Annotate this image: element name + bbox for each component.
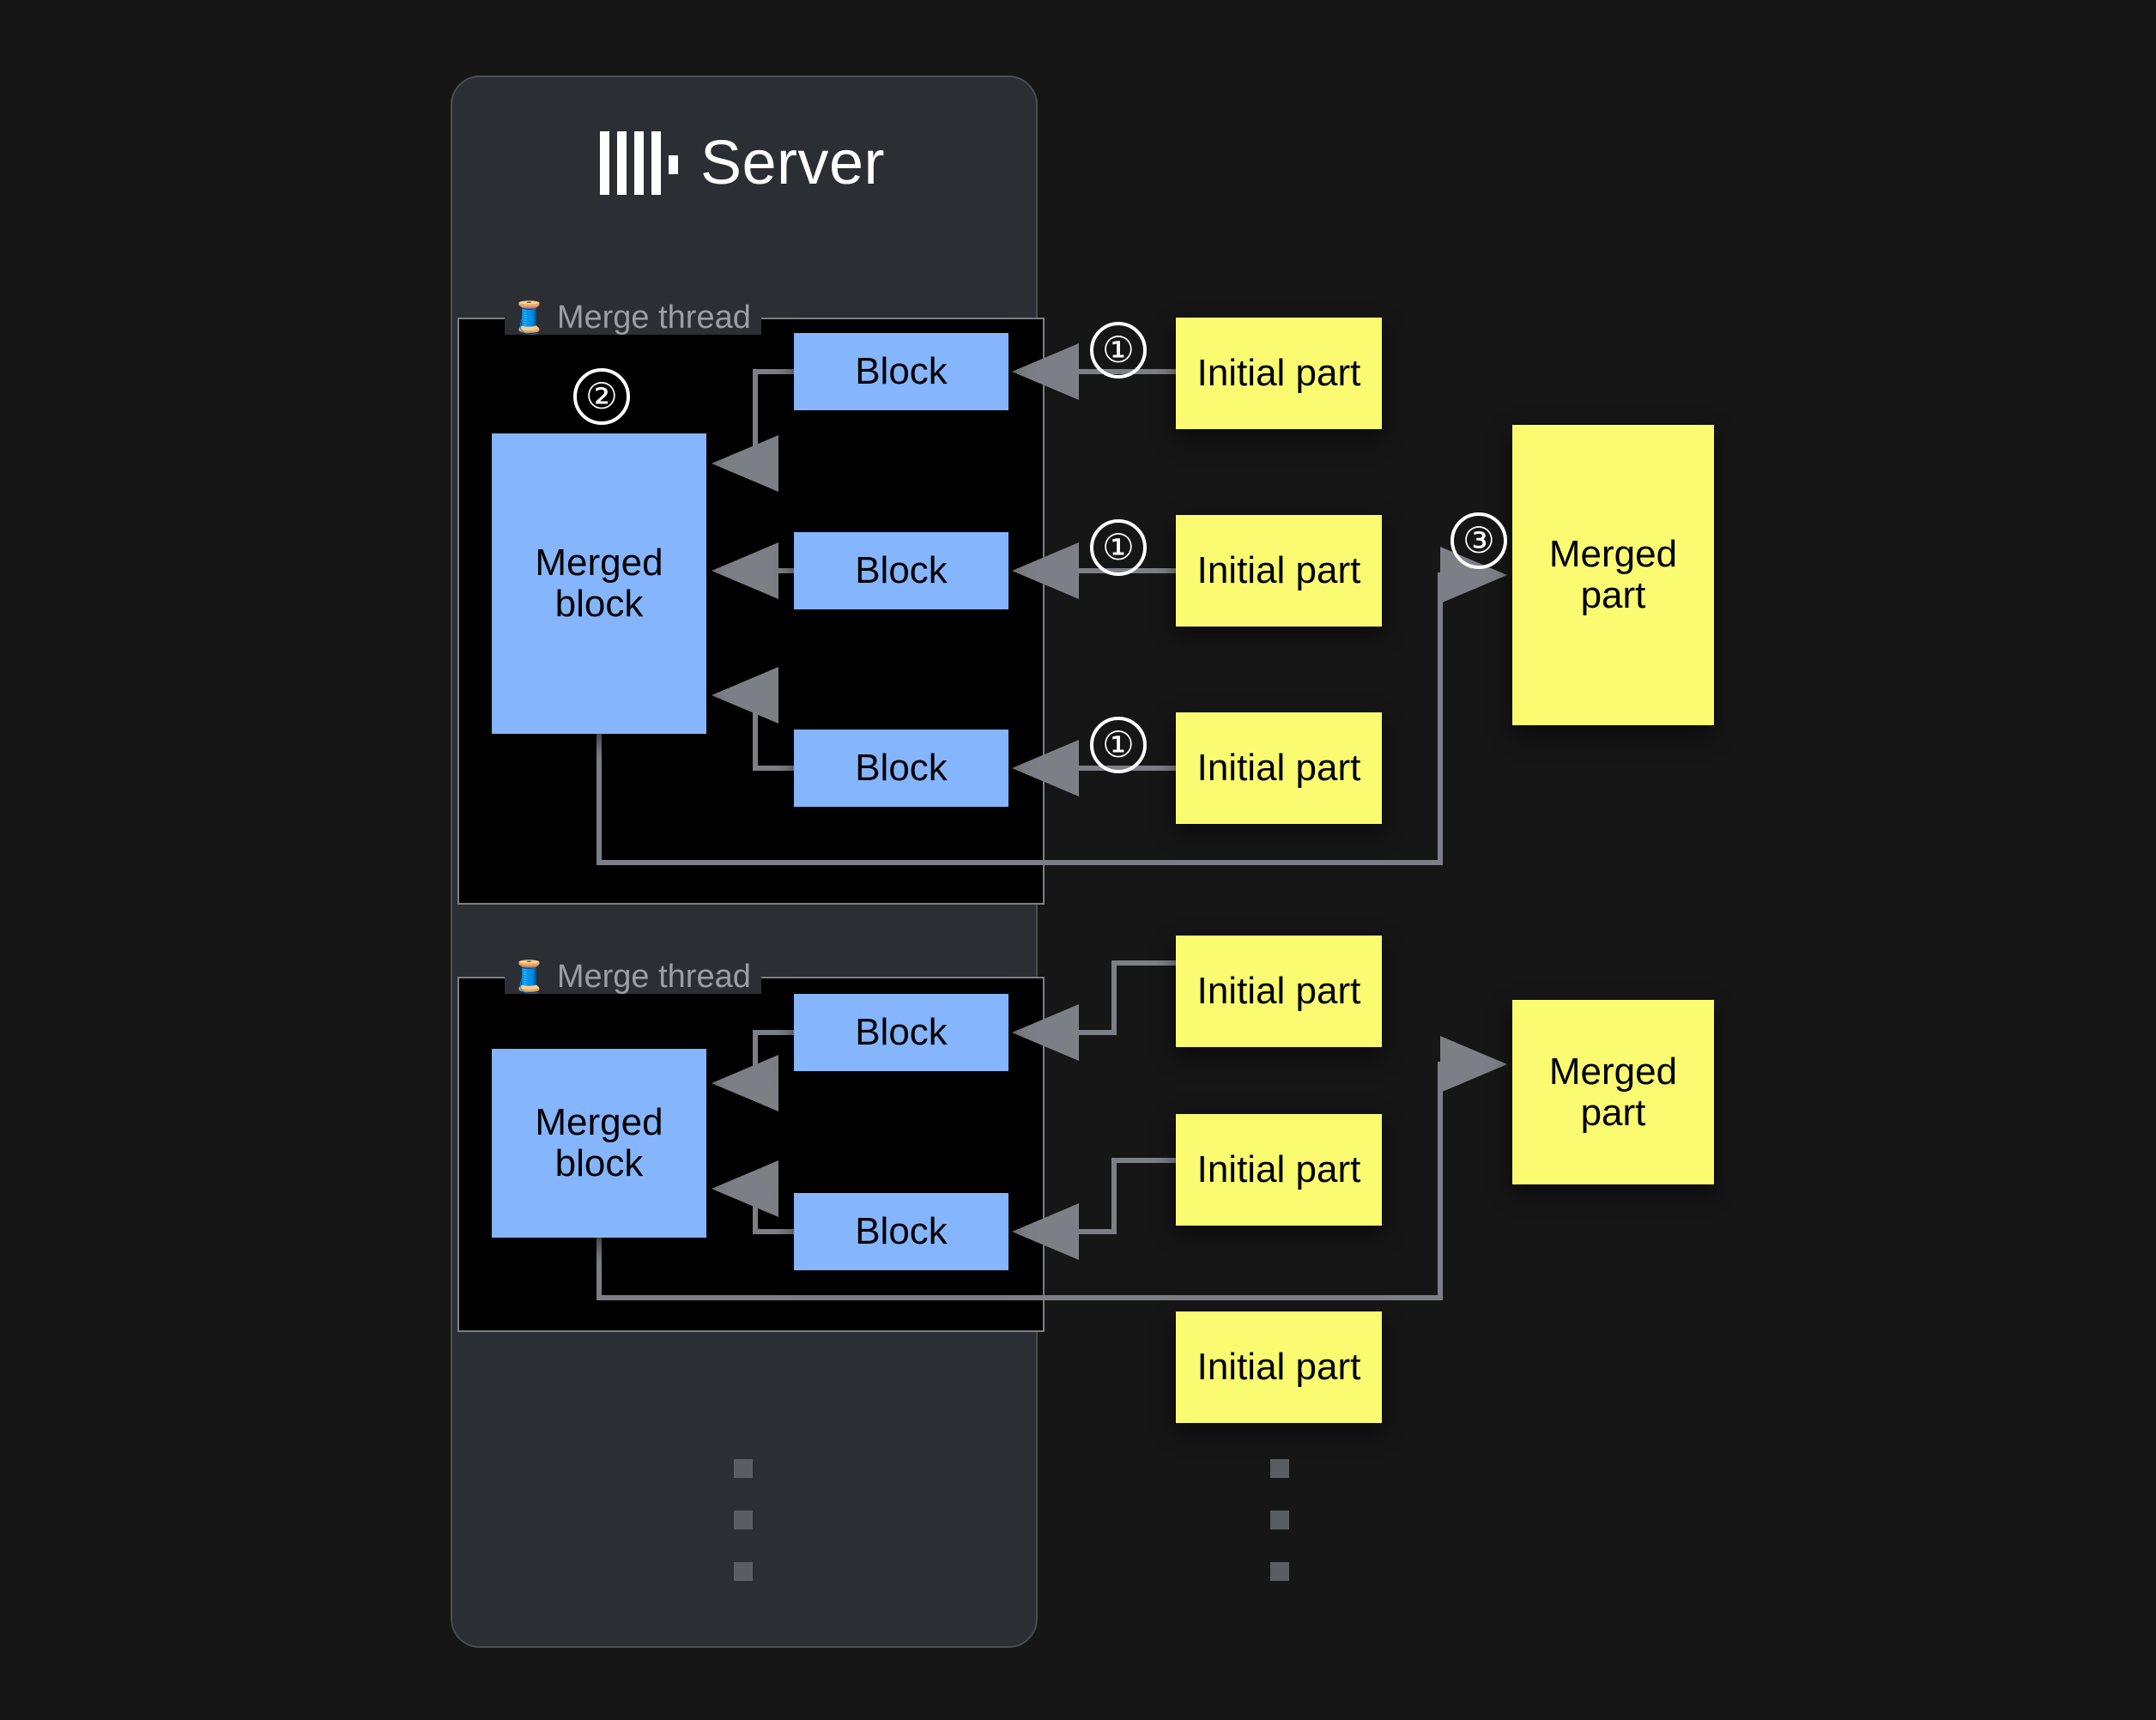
merge-thread-label: Merge thread bbox=[556, 959, 751, 995]
merge-thread-label: Merge thread bbox=[556, 300, 751, 336]
step-marker-1a: ① bbox=[1090, 322, 1147, 379]
server-column-ellipsis bbox=[734, 1459, 753, 1581]
thread-spool-icon: 🧵 bbox=[510, 959, 548, 994]
merged-part-1: Merged part bbox=[1512, 425, 1714, 725]
block-1-3: Block bbox=[794, 730, 1008, 807]
parts-column-ellipsis bbox=[1270, 1459, 1289, 1581]
initial-part-2: Initial part bbox=[1176, 515, 1382, 627]
initial-part-1: Initial part bbox=[1176, 318, 1382, 429]
merge-thread-legend-2: 🧵 Merge thread bbox=[505, 960, 761, 994]
step-marker-1b: ① bbox=[1090, 519, 1147, 576]
merge-thread-legend-1: 🧵 Merge thread bbox=[505, 300, 761, 335]
block-2-1: Block bbox=[794, 994, 1008, 1071]
merged-block-2: Merged block bbox=[492, 1049, 706, 1238]
step-marker-1c: ① bbox=[1090, 717, 1147, 773]
block-2-2: Block bbox=[794, 1193, 1008, 1270]
initial-part-5: Initial part bbox=[1176, 1114, 1382, 1226]
step-marker-2: ② bbox=[573, 368, 630, 425]
server-title: Server bbox=[699, 129, 886, 197]
clickhouse-logo-icon bbox=[599, 131, 678, 195]
step-marker-3: ③ bbox=[1450, 512, 1507, 569]
merged-block-1: Merged block bbox=[492, 433, 706, 734]
block-1-2: Block bbox=[794, 532, 1008, 609]
server-header: Server bbox=[451, 112, 1034, 215]
initial-part-4: Initial part bbox=[1176, 936, 1382, 1047]
block-1-1: Block bbox=[794, 333, 1008, 410]
merged-part-2: Merged part bbox=[1512, 1000, 1714, 1184]
thread-spool-icon: 🧵 bbox=[510, 300, 548, 335]
initial-part-3: Initial part bbox=[1176, 712, 1382, 824]
initial-part-6: Initial part bbox=[1176, 1311, 1382, 1423]
